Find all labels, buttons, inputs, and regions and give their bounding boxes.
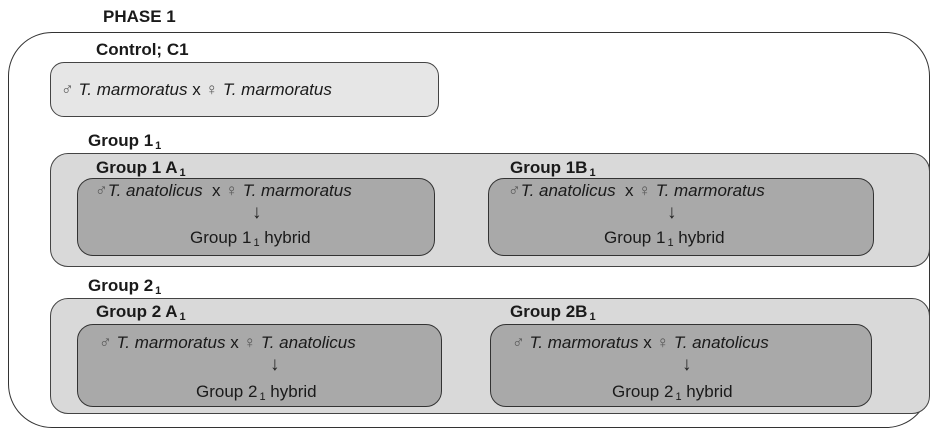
down-arrow-icon: ↓: [682, 354, 692, 375]
female-symbol-icon: ♀: [205, 79, 219, 99]
control-box: ♂ T. marmoratus x ♀ T. marmoratus: [50, 62, 439, 117]
male-symbol-icon: ♂: [508, 181, 521, 200]
male-species: T. anatolicus: [107, 181, 203, 200]
male-species: T. marmoratus: [116, 333, 226, 352]
group1a-box: [77, 178, 435, 256]
female-symbol-icon: ♀: [656, 333, 670, 352]
group2b-box: [490, 324, 872, 407]
cross-sign: x: [625, 181, 634, 200]
group2b-cross: ♂ T. marmoratus x ♀ T. anatolicus: [512, 333, 867, 353]
group1b-cross: ♂T. anatolicus x ♀ T. marmoratus: [508, 181, 868, 201]
group2a-box: [77, 324, 442, 407]
female-species: T. anatolicus: [260, 333, 356, 352]
control-cross: ♂ T. marmoratus x ♀ T. marmoratus: [61, 80, 332, 100]
group1a-cross: ♂T. anatolicus x ♀ T. marmoratus: [95, 181, 435, 201]
male-species: T. marmoratus: [529, 333, 639, 352]
female-symbol-icon: ♀: [225, 181, 239, 200]
control-label: Control; C1: [96, 40, 189, 59]
female-species: T. marmoratus: [655, 181, 765, 200]
female-symbol-icon: ♀: [243, 333, 257, 352]
female-species: T. marmoratus: [222, 79, 332, 99]
female-species: T. anatolicus: [673, 333, 769, 352]
male-species: T. anatolicus: [520, 181, 616, 200]
down-arrow-icon: ↓: [252, 202, 262, 223]
group2a-cross: ♂ T. marmoratus x ♀ T. anatolicus: [99, 333, 439, 353]
female-species: T. marmoratus: [242, 181, 352, 200]
cross-sign: x: [230, 333, 239, 352]
male-species: T. marmoratus: [78, 79, 188, 99]
group1b-box: [488, 178, 874, 256]
cross-sign: x: [212, 181, 221, 200]
male-symbol-icon: ♂: [512, 333, 525, 352]
male-symbol-icon: ♂: [61, 79, 74, 99]
down-arrow-icon: ↓: [667, 202, 677, 223]
female-symbol-icon: ♀: [638, 181, 652, 200]
cross-sign: x: [192, 79, 201, 99]
male-symbol-icon: ♂: [95, 181, 108, 200]
phase-title: PHASE 1: [103, 7, 176, 26]
cross-sign: x: [643, 333, 652, 352]
male-symbol-icon: ♂: [99, 333, 112, 352]
down-arrow-icon: ↓: [270, 354, 280, 375]
